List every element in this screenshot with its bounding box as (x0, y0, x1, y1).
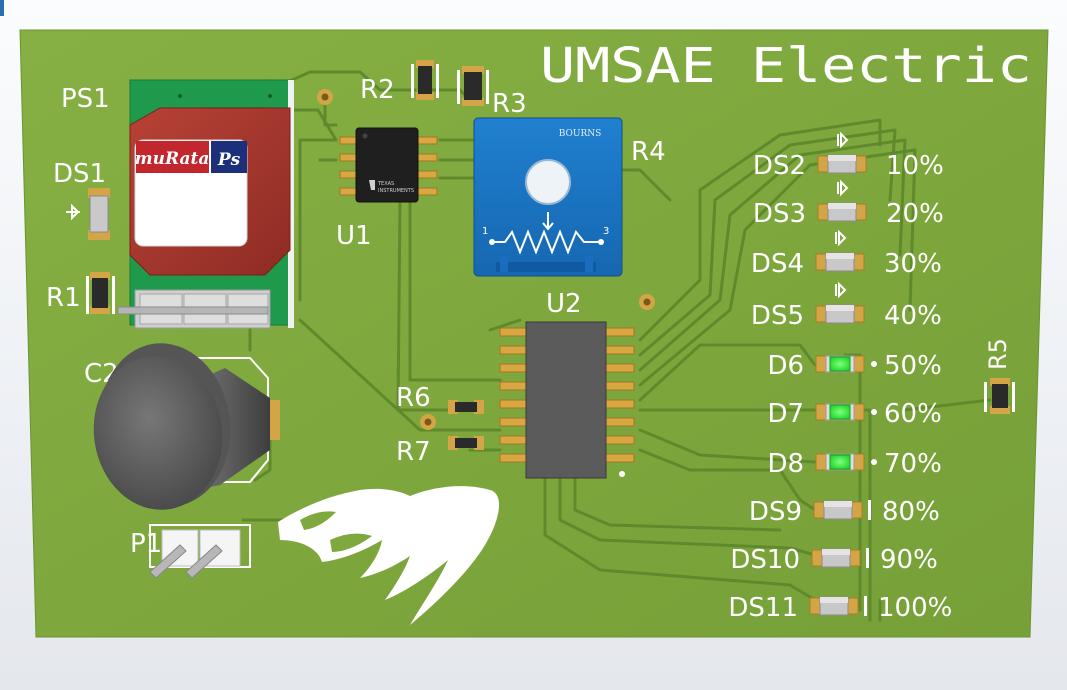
d7-label: D7 (767, 399, 804, 429)
r3-resistor[interactable] (457, 66, 489, 106)
ps1-label: PS1 (61, 84, 110, 114)
ds9-percent-label: 80% (882, 497, 940, 527)
ds5-diode[interactable] (815, 304, 865, 324)
copper-traces (241, 70, 992, 622)
r4-potentiometer[interactable]: BOURNS 1 3 (473, 117, 623, 277)
ds10-percent-label: 90% (880, 545, 938, 575)
ds5-percent-label: 40% (884, 301, 942, 331)
ds11-label: DS11 (728, 593, 798, 623)
board-title: UMSAE Electric (540, 38, 1032, 94)
ds4-polarity-icon (835, 229, 847, 247)
p1-connector[interactable] (149, 524, 251, 579)
level-row-d8[interactable]: D8 70% (767, 449, 941, 479)
d7-led[interactable] (815, 403, 865, 421)
d7-polarity-dot (871, 409, 877, 415)
r1-label: R1 (46, 283, 81, 313)
r1-resistor[interactable] (86, 272, 115, 314)
d6-led[interactable] (815, 355, 865, 373)
ps-brand-mark: Ps (217, 150, 241, 170)
vias (317, 89, 655, 430)
ds10-led[interactable] (811, 548, 861, 568)
ps1-power-module[interactable]: muRata Ps (117, 79, 294, 329)
r5-label: R5 (984, 338, 1012, 370)
ds10-polarity-bar (866, 548, 869, 568)
r3-label: R3 (492, 89, 527, 119)
level-row-ds11[interactable]: DS11 100% (728, 593, 952, 623)
bear-head-logo (278, 486, 500, 625)
level-row-ds9[interactable]: DS9 80% (749, 497, 940, 527)
ds4-label: DS4 (751, 249, 804, 279)
level-row-ds3[interactable]: DS3 20% (753, 179, 944, 229)
ds2-diode[interactable] (817, 154, 867, 174)
r7-label: R7 (396, 437, 431, 467)
ds3-polarity-icon (837, 179, 849, 197)
r7-resistor[interactable] (448, 436, 484, 450)
ds2-percent-label: 10% (886, 151, 944, 181)
muRata-logo: muRata (135, 149, 210, 169)
d6-percent-label: 50% (884, 351, 942, 381)
d8-polarity-dot (871, 459, 877, 465)
pot-pin3-label: 3 (603, 226, 609, 237)
d8-led[interactable] (815, 453, 865, 471)
d8-label: D8 (767, 449, 804, 479)
ds5-polarity-icon (835, 281, 847, 299)
bourns-logo: BOURNS (559, 129, 602, 139)
u2-ic[interactable] (499, 321, 635, 479)
r5-resistor[interactable] (984, 378, 1015, 414)
level-row-d6[interactable]: D6 50% (767, 351, 941, 381)
pot-pin1-label: 1 (482, 226, 488, 237)
u2-label: U2 (546, 289, 582, 319)
ds11-led[interactable] (809, 596, 859, 616)
d7-percent-label: 60% (884, 399, 942, 429)
ti-logo-line2: INSTRUMENTS (378, 188, 414, 194)
ds2-label: DS2 (753, 151, 806, 181)
d8-percent-label: 70% (884, 449, 942, 479)
ds3-percent-label: 20% (886, 199, 944, 229)
potentiometer-knob[interactable] (525, 159, 571, 205)
r2-resistor[interactable] (411, 60, 439, 100)
r6-resistor[interactable] (448, 400, 484, 414)
p1-label: P1 (130, 529, 162, 559)
ds9-label: DS9 (749, 497, 802, 527)
ds9-polarity-bar (868, 500, 871, 520)
ds4-diode[interactable] (815, 252, 865, 272)
ds1-label: DS1 (53, 159, 106, 189)
ti-logo-line1: TEXAS (377, 181, 394, 187)
level-row-ds5[interactable]: DS5 40% (751, 281, 942, 331)
ds10-label: DS10 (730, 545, 800, 575)
ds9-led[interactable] (813, 500, 863, 520)
d6-polarity-dot (871, 361, 877, 367)
ds2-polarity-icon (837, 131, 849, 149)
viewer-edge-marker (0, 0, 4, 16)
ds11-percent-label: 100% (878, 593, 952, 623)
level-row-ds4[interactable]: DS4 30% (751, 229, 942, 279)
ds1-diode[interactable] (66, 188, 110, 240)
level-row-ds2[interactable]: DS2 10% (753, 131, 944, 181)
ds3-diode[interactable] (817, 202, 867, 222)
ds5-label: DS5 (751, 301, 804, 331)
u1-label: U1 (336, 221, 372, 251)
r6-label: R6 (396, 383, 431, 413)
r4-label: R4 (631, 137, 666, 167)
c2-capacitor[interactable] (84, 335, 280, 518)
ds3-label: DS3 (753, 199, 806, 229)
r2-label: R2 (360, 75, 395, 105)
level-row-ds10[interactable]: DS10 90% (730, 545, 937, 575)
ds11-polarity-bar (864, 596, 867, 616)
d6-label: D6 (767, 351, 804, 381)
ds4-percent-label: 30% (884, 249, 942, 279)
u1-ic[interactable]: TEXAS INSTRUMENTS (339, 127, 438, 203)
level-row-d7[interactable]: D7 60% (767, 399, 941, 429)
